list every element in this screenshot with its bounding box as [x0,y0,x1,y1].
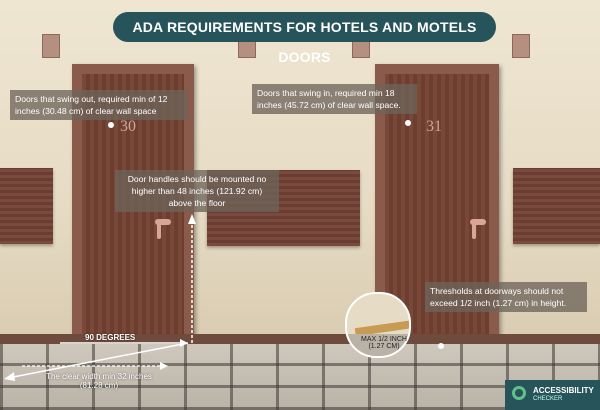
door-number-left: 30 [120,118,136,135]
door-swing-line [7,342,189,379]
threshold-dot [438,343,444,349]
threshold-max-line1: MAX 1/2 INCH [361,336,407,343]
tiled-floor [0,344,600,410]
clear-width-label: The clear width min 32 inches (81.28 cm) [46,372,152,390]
clear-width-arrow-head [160,362,168,370]
note-handle-height: Door handles should be mounted no higher… [115,170,279,212]
door-handle-right [470,219,486,239]
door-handle-left [155,219,171,239]
swing-in-dot [405,120,411,126]
wall-sconce [42,34,60,58]
note-thresholds: Thresholds at doorways should not exceed… [425,282,587,312]
wall-panel-left [0,168,53,244]
check-circle-icon [512,386,526,400]
wall-panel-right [513,168,600,244]
door-swing-arrow-head [4,372,15,381]
degrees-arrow-head [180,339,188,347]
logo-line-2: CHECKER [533,396,563,402]
wall-sconce [512,34,530,58]
note-swing-in: Doors that swing in, required min 18 inc… [252,84,417,114]
degrees-label: 90 DEGREES [85,333,136,342]
handle-height-arrow [188,214,196,224]
logo-line-1: ACCESSIBILITY [533,386,594,395]
swing-out-dot [108,122,114,128]
threshold-floor [347,334,409,356]
page-title: ADA REQUIREMENTS FOR HOTELS AND MOTELS D… [113,12,496,65]
threshold-max-line2: (1.27 CM) [368,343,400,350]
baseboard [0,334,600,344]
threshold-max-label: MAX 1/2 INCH (1.27 CM) [356,336,412,350]
door-number-right: 31 [426,118,442,135]
brand-logo: ACCESSIBILITY CHECKER [505,380,600,410]
note-swing-out: Doors that swing out, required min of 12… [10,90,188,120]
threshold-detail-circle [345,292,411,358]
